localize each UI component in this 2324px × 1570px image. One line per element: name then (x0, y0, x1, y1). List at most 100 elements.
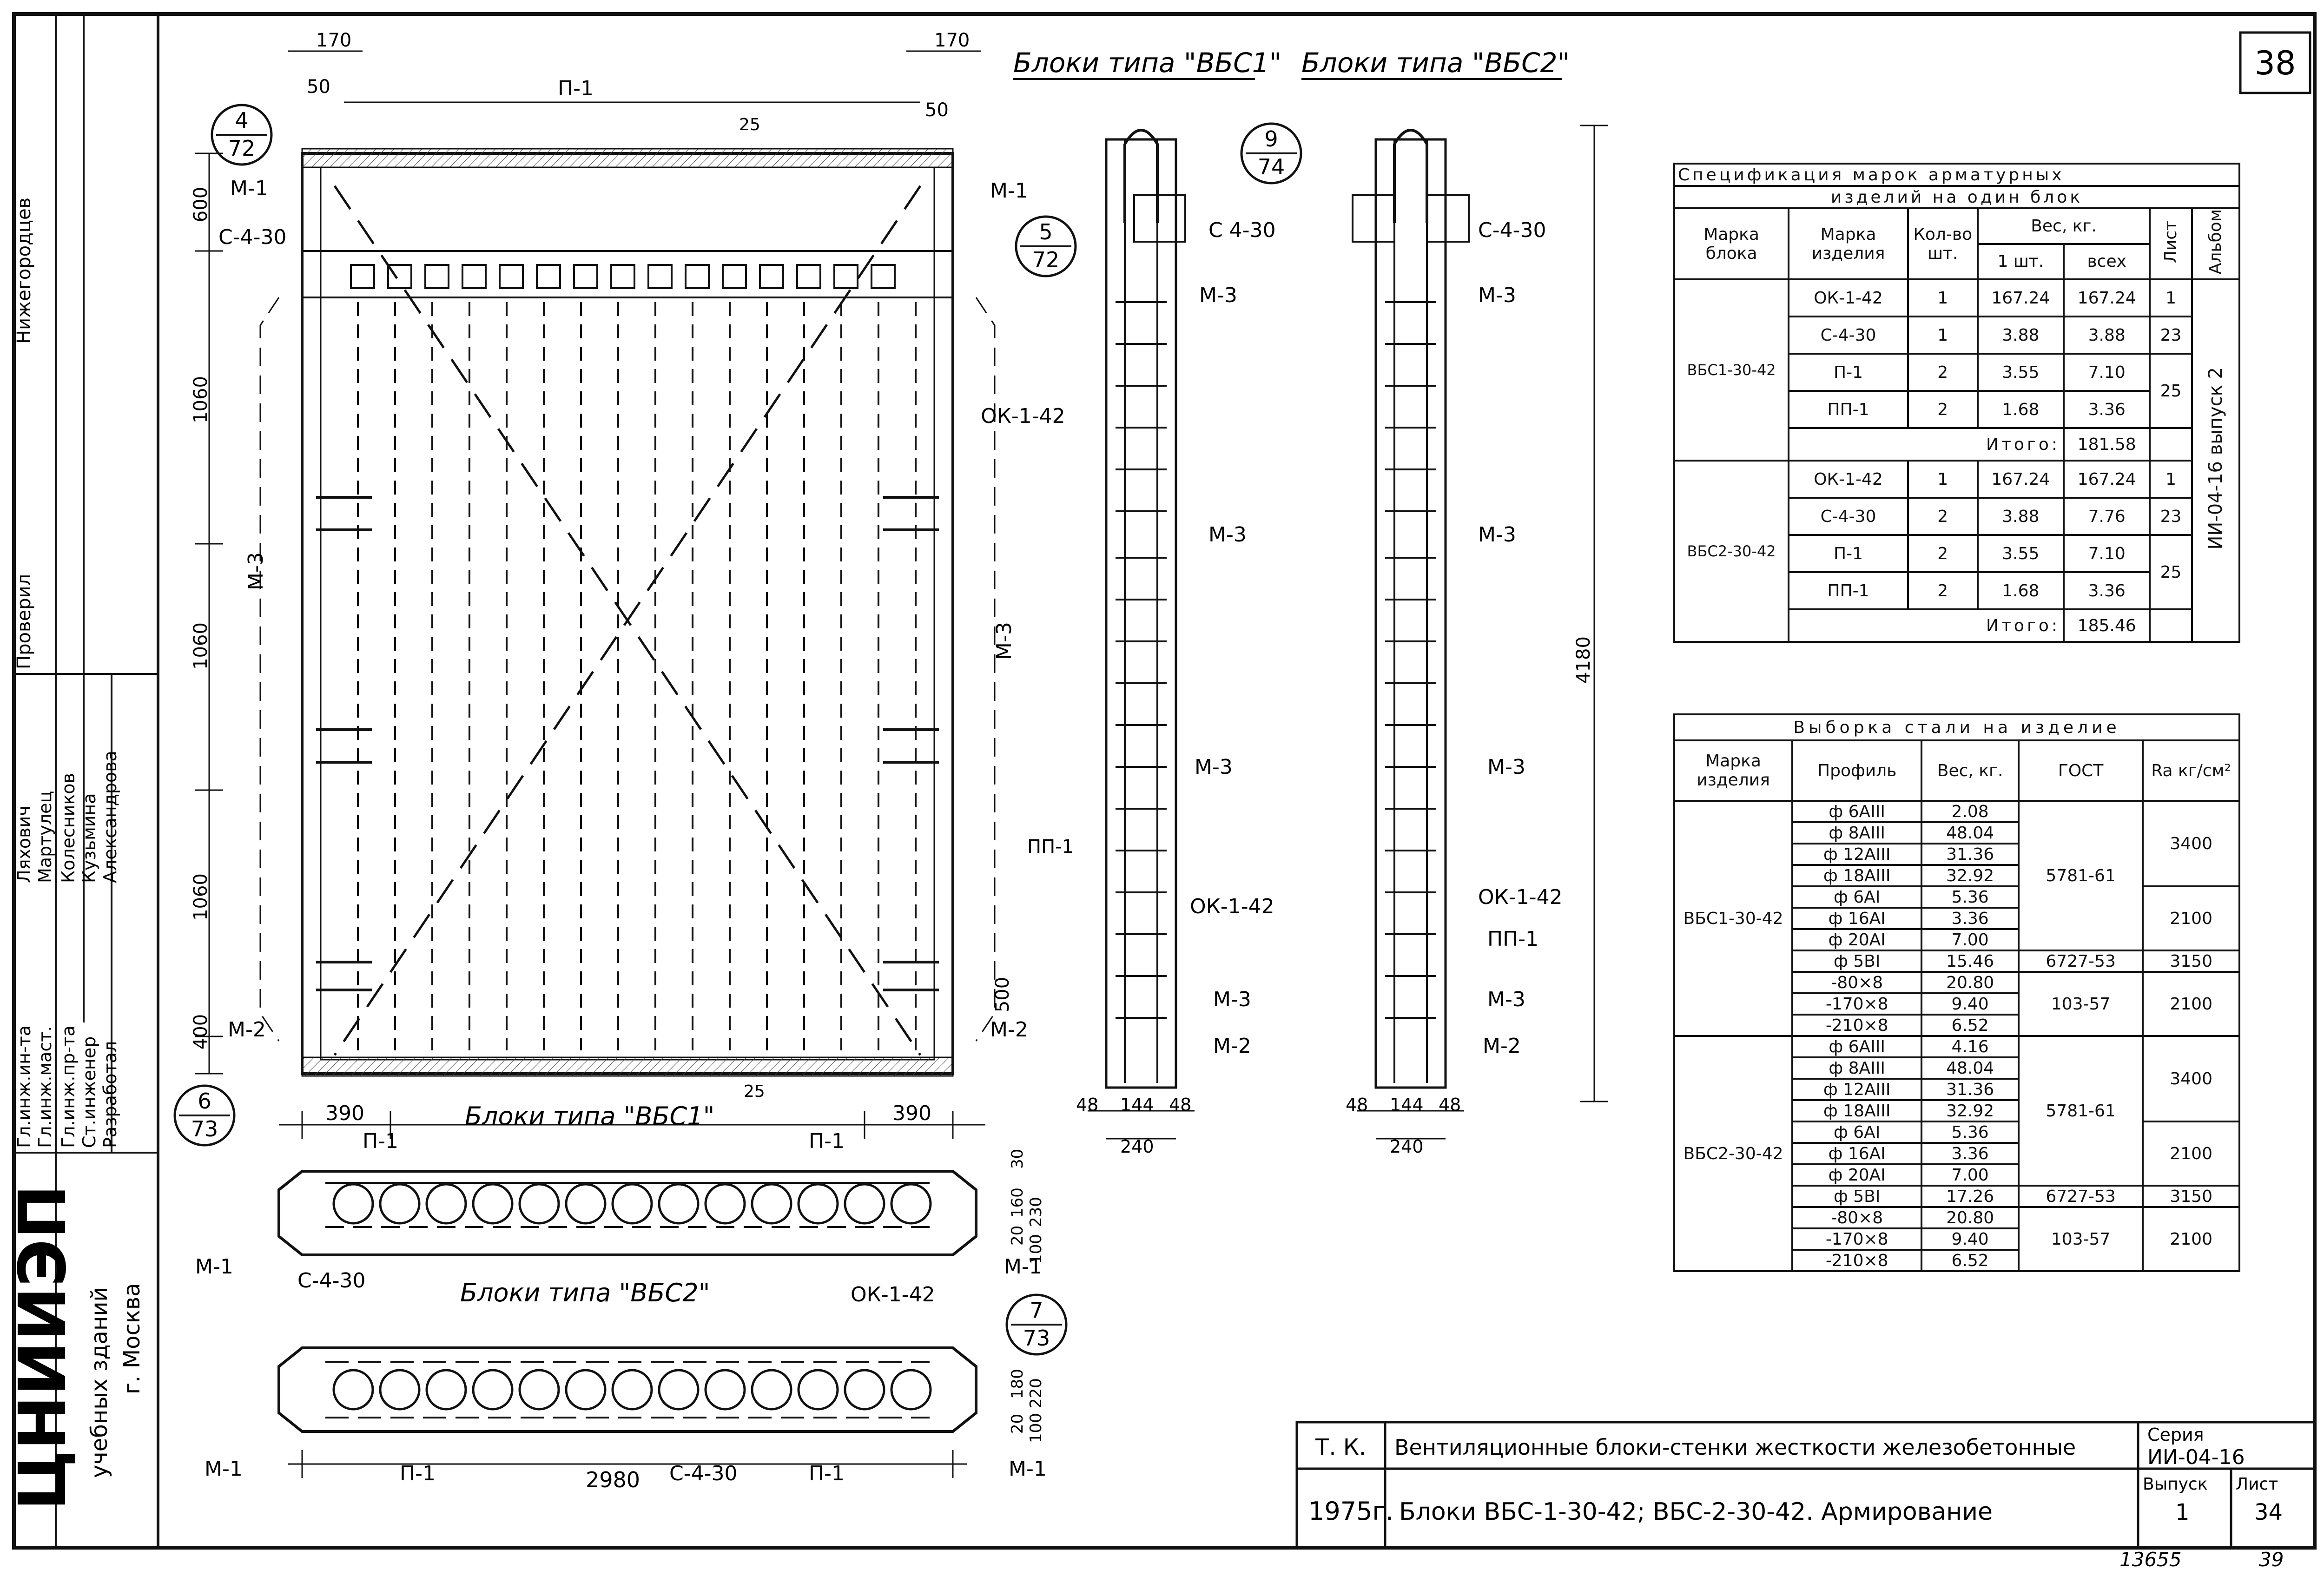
dim-390-right: 390 (892, 1102, 931, 1125)
steel-ra: 2100 (2142, 971, 2240, 1037)
tb-sheet: 34 (2254, 1499, 2283, 1525)
spec-cell: 167.24 (2063, 460, 2151, 499)
dim-48-c: 48 (1346, 1095, 1368, 1115)
tb-sheet-label: Лист (2236, 1475, 2278, 1494)
spec-h-album: Альбом (2191, 207, 2241, 281)
footer-page: 39 (2259, 1548, 2284, 1570)
sheet-number-box (2239, 31, 2311, 94)
spec-total: 185.46 (2063, 608, 2151, 643)
label-m3-s2a: М-3 (1478, 284, 1516, 307)
spec-cell: 3.36 (2063, 571, 2151, 611)
steel-gost: 5781-61 (2017, 800, 2144, 951)
svg-text:4: 4 (235, 108, 248, 133)
spec-total-label: Итого: (1788, 427, 2065, 462)
spec-cell: ПП-1 (1788, 571, 1909, 611)
steel-weight: 20.80 (1921, 971, 2020, 994)
svg-text:74: 74 (1258, 154, 1285, 179)
steel-weight: 5.36 (1921, 885, 2020, 909)
title-block-frame (1295, 1421, 2316, 1549)
dim-144-a: 144 (1120, 1095, 1154, 1115)
label-m2-left: М-2 (228, 1018, 266, 1042)
spec-total-label: Итого: (1788, 608, 2065, 643)
plan-vbs2 (277, 1346, 977, 1433)
side-name-0: Ляхович (14, 805, 34, 883)
tb-tk: Т. К. (1315, 1434, 1366, 1460)
steel-ra: 2100 (2142, 1206, 2240, 1272)
spec-cell: 3.88 (2063, 316, 2151, 355)
side-name-2: Колесников (58, 773, 79, 883)
spec-cell: ПП-1 (1788, 390, 1909, 429)
label-m1-right: М-1 (990, 179, 1028, 203)
side-role-3: Ст.инженер (79, 1036, 99, 1148)
spec-cell: 25 (2149, 534, 2193, 611)
callout-5-72: 5 72 (1015, 215, 1077, 277)
spec-cell: 7.10 (2063, 353, 2151, 392)
dim-50-right: 50 (925, 99, 949, 121)
label-m3-s1a: М-3 (1199, 284, 1237, 307)
steel-weight: 6.52 (1921, 1249, 2020, 1272)
steel-profile: ф 18АIII (1791, 864, 1923, 887)
label-m3-s2b: М-3 (1478, 523, 1516, 547)
spec-cell: 3.88 (1976, 497, 2065, 536)
svg-text:72: 72 (228, 136, 256, 161)
steel-ra: 3150 (2142, 1185, 2240, 1208)
svg-text:5: 5 (1039, 219, 1052, 244)
steel-profile: ф 5ВI (1791, 1185, 1923, 1208)
callout-7-73: 7 73 (1005, 1293, 1068, 1356)
svg-text:73: 73 (1023, 1326, 1050, 1351)
tb-issue-label: Выпуск (2143, 1475, 2208, 1494)
callout-6-73: 6 73 (173, 1084, 236, 1147)
spec-cell: ОК-1-42 (1788, 278, 1909, 318)
steel-weight: 5.36 (1921, 1121, 2020, 1144)
dim-25-bottom: 25 (744, 1082, 765, 1101)
spec-cell: 1 (1907, 316, 1979, 355)
dim-1060-a: 1060 (190, 376, 211, 423)
label-ok142-plan: ОК-1-42 (851, 1283, 935, 1306)
side-name-4: Александрова (100, 751, 120, 883)
spec-cell: 1 (2149, 278, 2193, 318)
label-pp1-main: ПП-1 (1027, 836, 1074, 858)
label-m3-s1b: М-3 (1208, 523, 1247, 547)
dim-1060-c: 1060 (190, 873, 211, 921)
steel-profile: -170×8 (1791, 1227, 1923, 1251)
header-vbs1: Блоки типа "ВБС1" (1013, 47, 1281, 79)
spec-cell: 7.10 (2063, 534, 2151, 574)
label-p1-plan1b: П-1 (809, 1129, 845, 1153)
steel-weight: 32.92 (1921, 864, 2020, 887)
steel-ra: 2100 (2142, 885, 2240, 951)
steel-weight: 15.46 (1921, 950, 2020, 973)
dim-2980: 2980 (586, 1467, 640, 1492)
steel-profile: ф 6АIII (1791, 800, 1923, 823)
label-m3-s1c: М-3 (1195, 755, 1233, 779)
label-m3-left: М-3 (244, 552, 268, 590)
tb-issue: 1 (2175, 1499, 2190, 1525)
svg-text:73: 73 (191, 1116, 218, 1141)
side-org-sub1: учебных зданий (86, 1287, 112, 1478)
label-p1-top: П-1 (558, 77, 594, 100)
steel-profile: -210×8 (1791, 1014, 1923, 1037)
label-m3-right: М-3 (992, 622, 1016, 660)
label-m1-plan1b: М-1 (1004, 1255, 1042, 1279)
spec-cell: 1.68 (1976, 571, 2065, 611)
label-p1-plan1a: П-1 (363, 1129, 398, 1153)
spec-table: Спецификация марок арматурных изделий на… (1673, 163, 2241, 643)
header-vbs2: Блоки типа "ВБС2" (1301, 47, 1570, 79)
dim-500: 500 (992, 977, 1013, 1012)
label-ok142-s1: ОК-1-42 (1190, 895, 1274, 918)
dim-20-b: 20 (1008, 1414, 1027, 1434)
dim-100-a: 100 (1027, 1234, 1045, 1264)
dim-48-b: 48 (1169, 1095, 1191, 1115)
spec-cell: 3.88 (1976, 316, 2065, 355)
dim-240-b: 240 (1390, 1136, 1424, 1157)
steel-profile: ф 8АIII (1791, 821, 1923, 844)
label-p1-plan2b: П-1 (809, 1462, 845, 1485)
callout-9-74: 9 74 (1240, 122, 1302, 185)
dim-30: 30 (1008, 1149, 1027, 1169)
spec-cell: 1 (1907, 278, 1979, 318)
side-checked: Проверил (13, 574, 35, 669)
spec-title-1: Спецификация марок арматурных (1673, 163, 2240, 187)
label-m3-s2d: М-3 (1487, 988, 1525, 1011)
spec-cell: 1 (1907, 460, 1979, 499)
spec-h-weight: Вес, кг. (1976, 207, 2151, 245)
